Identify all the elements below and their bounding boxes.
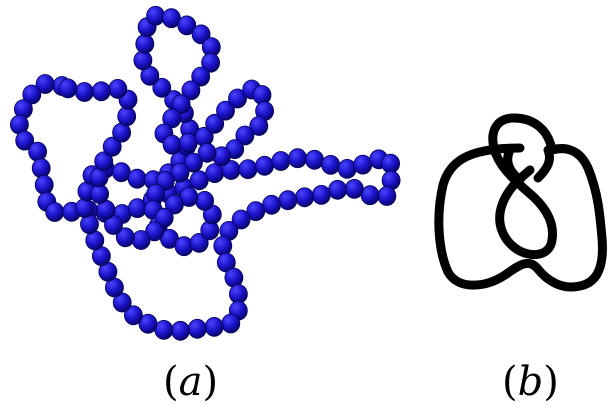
knot-strand-top-loop: [488, 113, 558, 245]
polymer-bead: [228, 88, 247, 109]
polymer-bead: [204, 316, 224, 337]
polymer-bead: [133, 50, 153, 71]
polymer-bead: [221, 313, 241, 334]
polymer-bead: [171, 94, 191, 115]
polymer-bead: [197, 142, 217, 163]
polymer-bead: [321, 154, 341, 175]
polymer-bead: [178, 132, 198, 153]
polymer-bead: [102, 136, 122, 157]
polymer-bead: [135, 34, 155, 54]
polymer-bead: [91, 81, 111, 102]
polymer-bead: [305, 149, 324, 170]
polymer-bead: [231, 209, 251, 230]
polymer-bead: [154, 319, 174, 340]
polymer-bead: [337, 158, 357, 179]
polymer-bead: [75, 82, 94, 102]
polymer-bead: [152, 77, 172, 98]
polymer-bead: [146, 5, 166, 26]
polymer-bead: [108, 79, 128, 99]
polymer-bead: [45, 202, 65, 222]
polymer-bead: [187, 318, 207, 339]
polymer-bead: [353, 154, 373, 175]
polymer-bead: [131, 230, 151, 250]
polymer-bead: [164, 194, 184, 215]
polymer-bead: [189, 232, 209, 253]
polymer-bead: [255, 155, 275, 176]
polymer-bead: [381, 153, 401, 174]
polymer-beads: [9, 5, 401, 341]
polymer-bead: [138, 313, 158, 334]
polymer-bead: [146, 183, 166, 204]
polymer-bead: [213, 235, 233, 256]
polymer-bead: [271, 151, 291, 171]
polymer-bead: [123, 305, 143, 326]
polymer-bead: [278, 190, 298, 211]
knot-strand-return: [503, 145, 525, 185]
polymer-bead: [344, 178, 364, 199]
polymer-bead: [75, 198, 94, 218]
polymer-bead: [170, 162, 190, 183]
polymer-bead: [58, 78, 78, 99]
polymer-bead: [170, 320, 190, 341]
polymer-bead: [34, 174, 54, 195]
polymer-bead: [115, 227, 135, 248]
polymer-bead: [162, 134, 182, 155]
knot-strand-middle: [495, 165, 557, 260]
polymer-bead: [216, 100, 235, 121]
polymer-bead: [288, 148, 308, 169]
polymer-bead: [191, 66, 211, 87]
polymer-bead: [183, 152, 203, 173]
polymer-bead: [249, 116, 269, 136]
polymer-bead: [246, 201, 266, 222]
polymer-bead: [112, 162, 131, 183]
polymer-bead: [117, 106, 137, 127]
trefoil-knot-diagram: [434, 113, 607, 292]
knot-strand-left-lobe: [434, 143, 607, 292]
polymer-bead: [94, 151, 114, 172]
polymer-bead: [28, 141, 47, 162]
polymer-bead: [311, 184, 331, 205]
polymer-bead: [177, 15, 197, 36]
polymer-bead: [90, 184, 109, 204]
polymer-bead: [295, 187, 315, 208]
polymer-bead: [328, 179, 348, 200]
knot-strand-right-bump: [533, 145, 555, 183]
polymer-chain-diagram: [9, 5, 401, 341]
polymer-bead: [195, 190, 215, 211]
polymer-bead: [360, 185, 380, 206]
polymer-bead: [201, 52, 221, 73]
polymer-bead: [154, 207, 174, 228]
polymer-bead: [205, 163, 225, 184]
polymer-bead: [238, 159, 258, 180]
polymer-bead: [35, 74, 55, 94]
polymer-bead: [15, 130, 35, 151]
polymer-bead: [181, 80, 201, 101]
polymer-bead: [22, 84, 42, 105]
panel-caption-a: (a): [163, 359, 219, 405]
polymer-bead: [31, 158, 51, 179]
polymer-bead: [205, 113, 225, 134]
polymer-bead: [191, 24, 211, 45]
polymer-bead: [235, 125, 255, 146]
polymer-bead: [174, 236, 194, 257]
polymer-bead: [262, 194, 282, 215]
polymer-bead: [377, 186, 397, 206]
polymer-bead: [127, 168, 147, 189]
panel-caption-b: (b): [502, 359, 559, 405]
polymer-bead: [228, 284, 248, 304]
